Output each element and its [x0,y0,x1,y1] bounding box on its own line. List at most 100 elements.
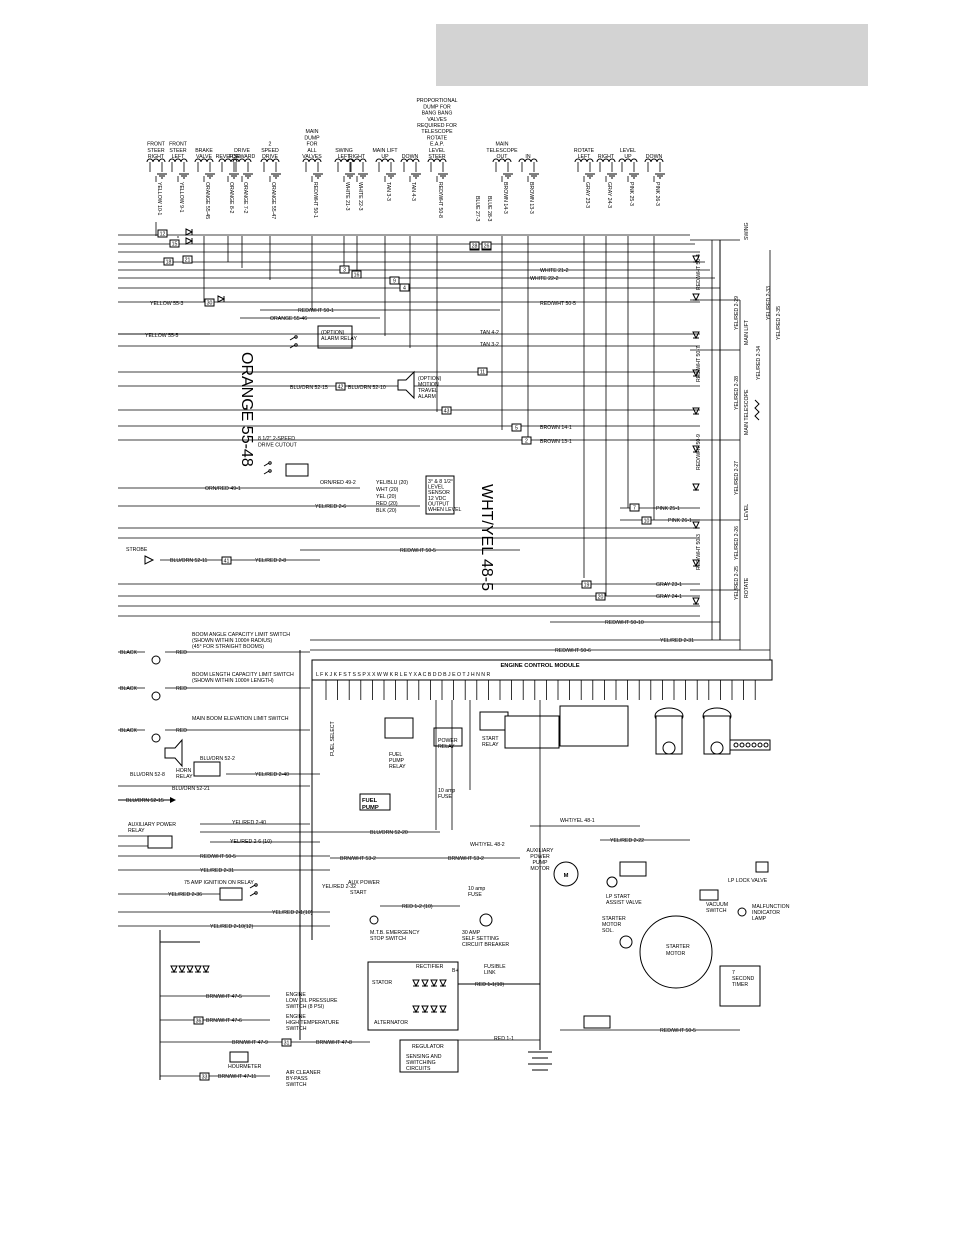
starter-motor-label: MOTOR [666,951,685,957]
coil-symbol [574,158,594,163]
contact-dot [268,461,272,465]
regulator-label: REGULATOR [412,1044,444,1050]
label-text: ORANGE 55-48 [238,352,255,467]
fuse-label: FUSE [438,794,452,800]
starter-sol-label: MOTOR [602,922,621,928]
starter-sol-label: SOL. [602,928,614,934]
aux-power-label: AUX POWER [348,880,380,886]
start-relay-label: START [482,736,499,742]
label-text: BRN/WHT 47-11 [218,1074,257,1080]
valve-label: VALVES [302,154,322,160]
high-temp-label: ENGINE [286,1014,306,1020]
boom-length-label: (SHOWN WITHIN 1000# LENGTH) [192,678,274,684]
ground-symbol [205,173,215,179]
fuel-pump-relay-label: FUEL [389,752,402,758]
malfunction-lamp-label: INDICATOR [752,910,780,916]
relay-contact [249,884,256,897]
fuel-pump-relay-box [384,717,414,739]
horn-relay-box [193,761,221,777]
connector-pin [751,742,757,748]
valve-label: BRAKE [195,148,213,154]
label-text: RED/WHT 50-10 [605,620,644,626]
rectifier-label: RECTIFIER [416,964,444,970]
wire-tag [157,229,168,238]
valve-label: DOWN [646,154,663,160]
boom-angle-label: (SHOWN WITHIN 1000# RADIUS) [192,638,272,644]
boom-angle-label: (45° FOR STRAIGHT BOOMS) [192,644,264,650]
ignition-coil-box [504,715,560,749]
valve-label: ROTATE [574,148,595,154]
label-text: BRN/WHT 47-8 [316,1040,352,1046]
valve-label: ROTATE [427,135,448,141]
level-sensor-label: WHEN LEVEL [428,507,462,513]
label-text: RED/WHT 50-5 [400,548,436,554]
aux-power-relay-box [147,835,173,849]
coil-symbol [168,158,188,163]
circuit-breaker-symbol [479,913,493,927]
level-sensor-label: LEVEL [428,485,444,491]
coil-symbol [194,158,214,163]
valve-leg [197,162,211,172]
motion-alarm-label: ALARM [418,394,436,400]
coil-symbol [427,158,447,163]
valve-wire-label: PINK 26-3 [654,182,660,206]
ground-symbol [358,173,368,179]
valve-label: LEFT [578,154,592,160]
contact-dot [254,891,258,895]
alarm-relay-label: (OPTION) [321,330,345,336]
label-text: PINK 26-1 [668,518,692,524]
coil-symbol [347,158,367,163]
level-sensor-label: SENSOR [428,490,450,496]
wire-tag-label: 41 [224,559,230,565]
ground-symbol [157,173,167,179]
malfunction-lamp-icon [737,907,747,917]
ground-symbol [629,173,639,179]
label-text: YEL/RED 2-1(10) [272,910,313,916]
label-text: YEL/RED 2-31 [660,638,694,644]
ground-symbol [438,173,448,179]
mtb-switch-label: STOP SWITCH [370,936,406,942]
coil-symbol [644,158,664,163]
valve-label: MAIN [306,129,319,135]
label-text: RED/WHT 50-1 [298,308,334,314]
label-text: BRN/WHT 47-9 [232,1040,268,1046]
valve-label: LEFT [172,154,186,160]
aux-pump-motor [553,861,579,887]
valve-label: LEVEL [429,148,445,154]
valve-label: SPEED [261,148,279,154]
diode-symbol [186,965,194,974]
valve-leg [430,162,444,172]
valve-wire-label: PINK 25-3 [628,182,634,206]
valve-label: RIGHT [148,154,165,160]
label-text: YEL/RED 2-40 [255,772,289,778]
pump-motor-icon [662,741,676,755]
valve-wire-label: TAN 3-3 [385,182,391,201]
diode-symbol [170,965,178,974]
wire-tag-label: 11 [480,370,485,376]
wire-tag [339,265,350,274]
wire-tag-label: 20 [598,595,604,601]
ground-symbol [655,173,665,179]
valve-wire-label: GRAY 23-3 [584,182,590,208]
label-text: YEL/RED 2-34 [756,346,762,380]
label-text: BLU/ORN 52-20 [370,830,408,836]
wire-tag-label: 9 [393,279,396,285]
wire-tag [163,257,174,266]
oil-pressure-label: ENGINE [286,992,306,998]
label-text: RED/WHT 50-9 [696,434,702,470]
label-text: BROWN 13-1 [540,439,572,445]
high-temp-label: SWITCH [286,1026,307,1032]
diode-symbol [439,979,447,988]
second-timer-label: SECOND [732,976,754,982]
power-relay-box [433,727,463,747]
ground-symbol [607,173,617,179]
air-cleaner-label: AIR CLEANER [286,1070,321,1076]
diode-symbol [185,228,194,236]
coil-symbol [260,158,280,163]
label-text: RED/WHT 50-5 [540,301,576,307]
wire-tag [641,516,652,525]
motion-alarm-label: MOTION [418,382,439,388]
label-text: GRAY 23-1 [656,582,682,588]
valve-label: UP [381,154,389,160]
arrow-icon [170,797,176,803]
